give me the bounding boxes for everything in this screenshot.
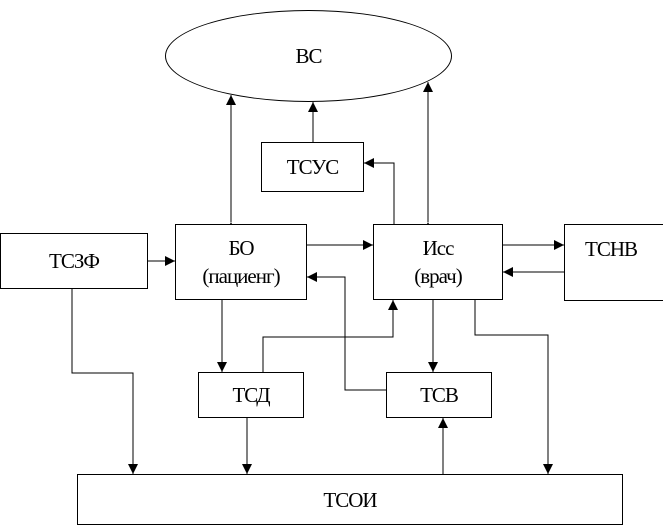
node-tszf: ТСЗФ xyxy=(0,233,148,289)
node-vs-label: ВС xyxy=(295,44,322,68)
node-tsv-label: ТСВ xyxy=(420,383,459,407)
arrow-iss-tsoi xyxy=(474,300,553,474)
node-iss-title: Исс xyxy=(422,236,455,260)
node-tsus-label: ТСУС xyxy=(286,155,339,179)
node-tsd-label: ТСД xyxy=(232,383,270,407)
node-vs: ВС xyxy=(165,10,452,102)
arrow-tszf-tsoi xyxy=(71,289,138,474)
node-tsd: ТСД xyxy=(198,372,304,418)
node-tsoi-label: ТСОИ xyxy=(323,487,377,512)
node-tsus: ТСУС xyxy=(261,142,364,192)
arrow-tsv-bo xyxy=(307,272,386,391)
node-bo: БО (пациенг) xyxy=(175,224,307,300)
node-tsv: ТСВ xyxy=(386,372,492,418)
node-iss: Исс (врач) xyxy=(373,224,503,300)
arrow-tsd-iss xyxy=(262,300,398,372)
node-tsoi: ТСОИ xyxy=(77,474,623,525)
arrow-iss-tsus xyxy=(364,158,395,225)
node-bo-title: БО xyxy=(228,236,254,260)
node-tsnv: ТСНВ xyxy=(564,224,663,301)
node-iss-subtitle: (врач) xyxy=(414,264,462,288)
node-bo-subtitle: (пациенг) xyxy=(202,264,280,288)
node-tsnv-label: ТСНВ xyxy=(585,237,638,261)
node-tszf-label: ТСЗФ xyxy=(49,249,100,273)
